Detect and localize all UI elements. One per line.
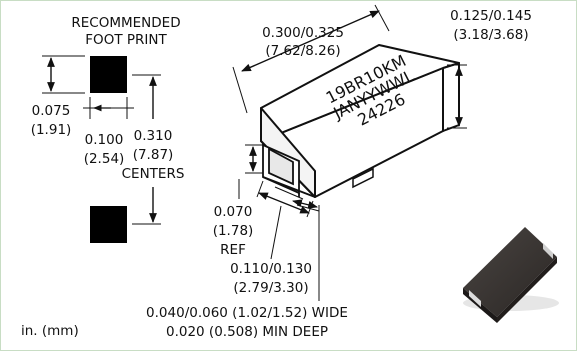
height-dimension	[447, 64, 467, 129]
width-in: 0.110/0.130	[230, 261, 312, 277]
terminal-line1: 0.040/0.060 (1.02/1.52) WIDE	[146, 305, 348, 321]
pad-gap-mm: (2.54)	[84, 151, 125, 167]
length-dimension	[232, 4, 390, 114]
terminal-line2: 0.020 (0.508) MIN DEEP	[166, 324, 328, 340]
pad-gap-in: 0.100	[85, 132, 124, 148]
pad-size-dimension	[42, 55, 85, 94]
terminal-dimension	[274, 186, 320, 301]
width-mm: (2.79/3.30)	[233, 280, 308, 296]
pad-size-in: 0.075	[32, 103, 71, 119]
centers-dimension	[132, 74, 161, 225]
footprint-title-line2: FOOT PRINT	[85, 32, 167, 48]
pad-size-mm: (1.91)	[31, 122, 72, 138]
component-photo	[463, 227, 559, 323]
ref-dimension	[238, 144, 263, 199]
footprint-group: RECOMMENDED FOOT PRINT 0.075 (1.91) 0.10…	[31, 15, 185, 243]
ref-mm: (1.78)	[213, 223, 254, 239]
component-end-face	[442, 62, 460, 132]
centers-in: 0.310	[134, 128, 173, 144]
height-in: 0.125/0.145	[450, 8, 532, 24]
footprint-title-line1: RECOMMENDED	[71, 15, 180, 31]
length-in: 0.300/0.325	[262, 25, 344, 41]
component-body	[260, 44, 460, 198]
ref-in: 0.070	[214, 204, 253, 220]
units-note: in. (mm)	[21, 323, 79, 339]
length-mm: (7.62/8.26)	[265, 43, 340, 59]
component-bottom-terminal	[352, 167, 374, 189]
height-mm: (3.18/3.68)	[453, 27, 528, 43]
centers-label: CENTERS	[122, 166, 185, 182]
ref-label: REF	[220, 242, 246, 258]
centers-mm: (7.87)	[133, 147, 174, 163]
footprint-pad-top	[90, 56, 127, 93]
footprint-pad-bottom	[90, 206, 127, 243]
pad-gap-dimension	[83, 97, 134, 119]
